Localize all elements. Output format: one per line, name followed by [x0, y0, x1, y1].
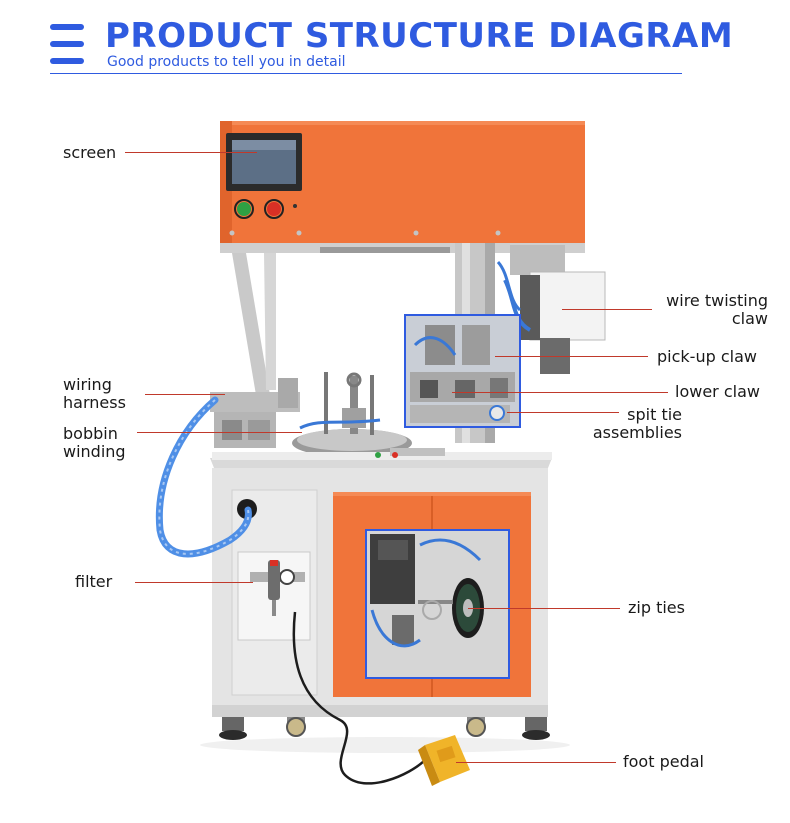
leader-screen — [125, 152, 257, 153]
top-housing — [220, 121, 585, 243]
page-title: PRODUCT STRUCTURE DIAGRAM — [105, 16, 734, 56]
header-rule — [50, 73, 682, 74]
leader-filter — [135, 582, 253, 583]
claw-mechanism — [404, 314, 521, 428]
label-filter: filter — [75, 572, 113, 591]
label-screen: screen — [63, 143, 117, 162]
leader-wire-twisting — [562, 309, 652, 310]
leader-wiring-harness — [145, 394, 225, 395]
leader-pick-up-claw — [495, 356, 648, 357]
label-bobbin-winding: bobbin winding — [63, 424, 126, 461]
menu-icon — [50, 24, 84, 64]
highlight-box-upper — [404, 314, 521, 428]
highlight-box-lower — [365, 529, 510, 679]
leader-spit-tie — [507, 412, 619, 413]
label-spit-tie-assemblies: spit tie assemblies — [592, 405, 682, 442]
stop-button — [267, 202, 281, 216]
label-pick-up-claw: pick-up claw — [657, 347, 757, 366]
leader-zip-ties — [468, 608, 620, 609]
leader-bobbin-winding — [137, 432, 302, 433]
label-lower-claw: lower claw — [675, 382, 760, 401]
label-foot-pedal: foot pedal — [623, 752, 704, 771]
leader-lower-claw — [452, 392, 668, 393]
start-button — [237, 202, 251, 216]
label-zip-ties: zip ties — [628, 598, 685, 617]
leader-foot-pedal — [456, 762, 616, 763]
label-wiring-harness: wiring harness — [63, 375, 126, 412]
zip-tie-compartment — [365, 529, 510, 679]
page-subtitle: Good products to tell you in detail — [107, 54, 346, 70]
foot-pedal — [418, 735, 470, 786]
label-wire-twisting-claw: wire twisting claw — [666, 291, 768, 328]
